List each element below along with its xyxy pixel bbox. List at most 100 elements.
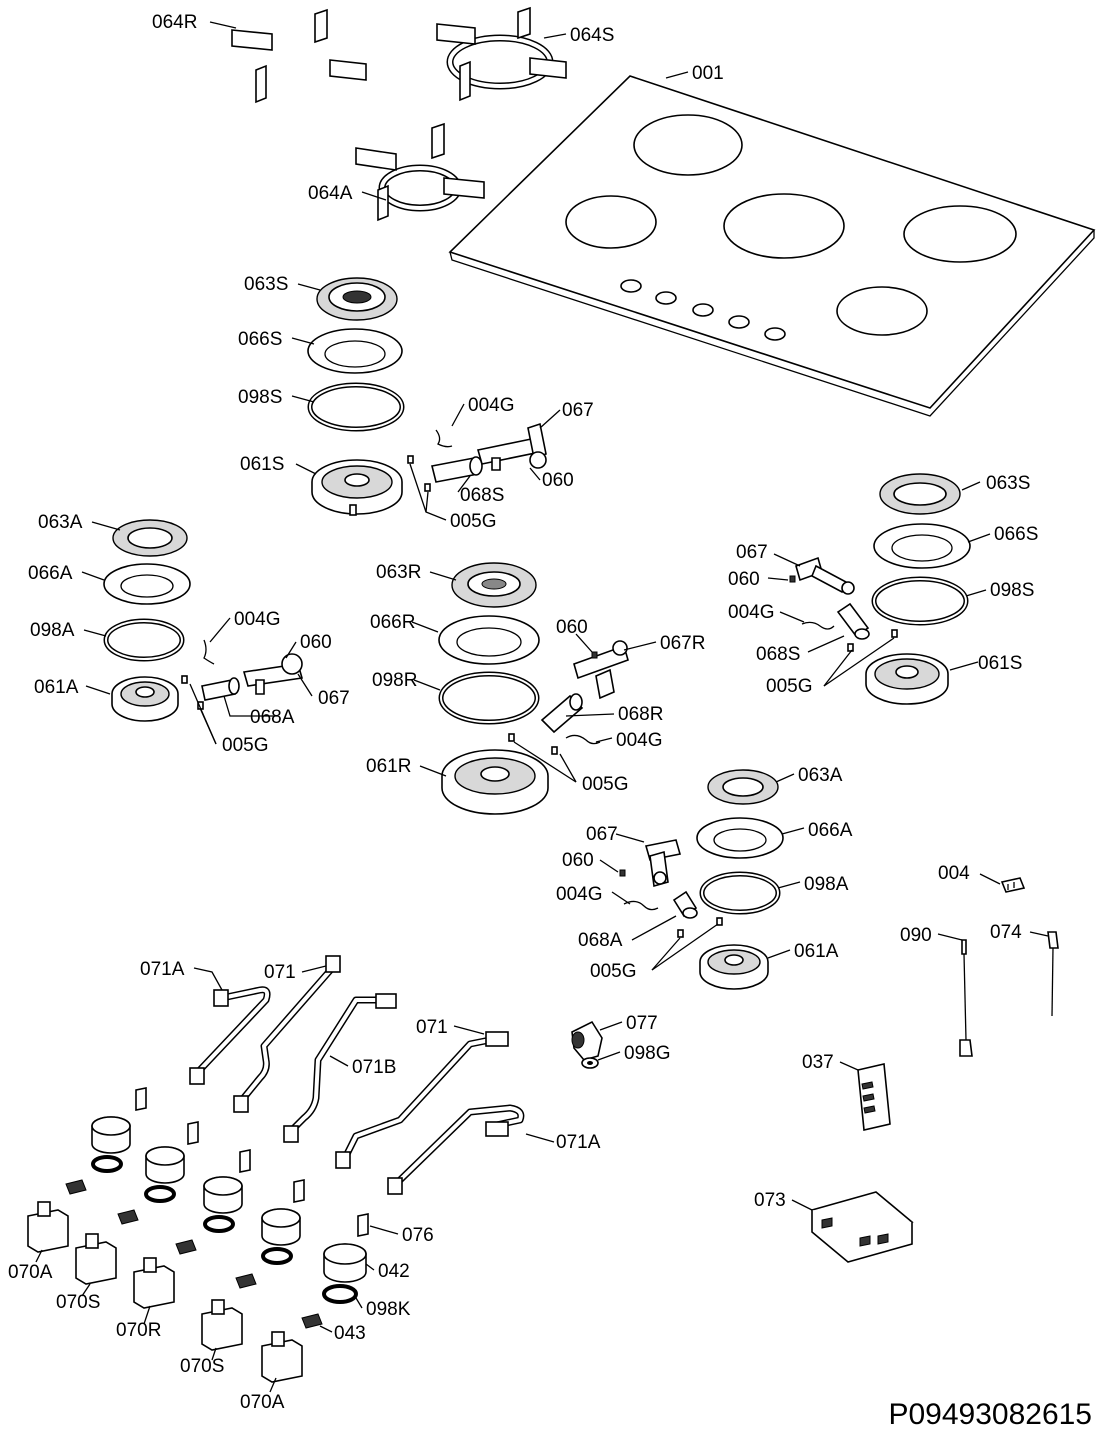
label-066A-b: 066A (808, 820, 853, 841)
label-071B: 071B (352, 1057, 396, 1078)
pan-support-064A (355, 122, 485, 222)
flame-spreader-066S-1 (307, 328, 403, 374)
label-004G-c: 004G (616, 730, 662, 751)
burner-base-061R (441, 749, 549, 815)
label-004G-d: 004G (728, 602, 774, 623)
label-070S-b: 070S (180, 1356, 224, 1377)
spring-clip-004G-1 (435, 429, 453, 448)
seals-098K (91, 1155, 358, 1304)
label-070S-a: 070S (56, 1292, 100, 1313)
ignition-electrode-074 (1047, 931, 1059, 1017)
label-071-a: 071 (264, 962, 296, 983)
valve-bracket-067R (573, 640, 629, 700)
label-070R: 070R (116, 1320, 161, 1341)
label-077: 077 (626, 1013, 658, 1034)
burner-cap-063S-2 (879, 473, 961, 515)
hob-top-plate (448, 75, 1096, 417)
label-098S-b: 098S (990, 580, 1034, 601)
label-098R: 098R (372, 670, 417, 691)
pan-support-064R (227, 8, 367, 104)
gas-pipe-071-1 (233, 955, 341, 1113)
label-001: 001 (692, 63, 724, 84)
label-037: 037 (802, 1052, 834, 1073)
label-068A-b: 068A (578, 930, 623, 951)
label-060-c: 060 (556, 617, 588, 638)
screw-060-d (789, 575, 796, 583)
screws-005G-5 (677, 917, 723, 938)
gas-pipe-071A-2 (387, 1104, 525, 1195)
label-063A-a: 063A (38, 512, 83, 533)
label-063S-a: 063S (244, 274, 288, 295)
microswitches-043 (65, 1179, 323, 1329)
seal-ring-098A-1 (103, 618, 185, 662)
label-068A-a: 068A (250, 707, 295, 728)
part-labels: 064R 064S 001 064A 063S 066S 098S 004G 0… (8, 12, 1038, 1413)
flame-spreader-066S-2 (873, 523, 971, 569)
thermocouple-090 (959, 939, 973, 1057)
spring-clip-004G-5 (623, 900, 659, 911)
label-060-a: 060 (542, 470, 574, 491)
label-060-d: 060 (728, 569, 760, 590)
clip-004 (1000, 877, 1026, 893)
label-070A-a: 070A (8, 1262, 53, 1283)
label-064S: 064S (570, 25, 614, 46)
label-068R: 068R (618, 704, 663, 725)
screws-005G-2 (181, 675, 204, 710)
label-042: 042 (378, 1261, 410, 1282)
seal-ring-098S-1 (307, 382, 405, 432)
valve-bracket-067-1 (476, 422, 547, 471)
label-004G-a: 004G (468, 395, 514, 416)
knobs-042 (91, 1116, 367, 1283)
label-067R: 067R (660, 633, 705, 654)
burner-base-061S-1 (311, 459, 403, 516)
burner-base-061A-1 (111, 676, 179, 722)
label-071-b: 071 (416, 1017, 448, 1038)
label-098A-a: 098A (30, 620, 75, 641)
leader-lines (35, 21, 1049, 1393)
spring-clip-004G-3 (565, 734, 601, 745)
elbow-077 (571, 1020, 603, 1061)
burner-cap-063A-2 (707, 769, 779, 805)
drawing-number: P09493082615 (888, 1398, 1092, 1431)
label-005G-e: 005G (590, 961, 636, 982)
injector-068S-2 (836, 602, 870, 640)
spring-clip-004G-4 (801, 621, 835, 630)
label-070A-b: 070A (240, 1392, 285, 1413)
clips-076 (135, 1087, 369, 1237)
label-071A-a: 071A (140, 959, 185, 980)
label-098A-b: 098A (804, 874, 849, 895)
label-064A: 064A (308, 183, 353, 204)
screw-060-e (619, 869, 626, 877)
label-098G: 098G (624, 1043, 670, 1064)
flame-spreader-066R (438, 615, 540, 665)
screw-060-c (591, 651, 598, 659)
label-071A-b: 071A (556, 1132, 601, 1153)
gas-pipe-071A-1 (189, 986, 271, 1085)
injector-068A-1 (201, 677, 240, 701)
label-063S-b: 063S (986, 473, 1030, 494)
spring-clip-004G-2 (203, 639, 215, 665)
terminal-block-037 (857, 1063, 891, 1131)
label-004G-b: 004G (234, 609, 280, 630)
label-067-d: 067 (586, 824, 618, 845)
seal-ring-098S-2 (871, 576, 969, 626)
label-098K: 098K (366, 1299, 411, 1320)
gas-pipe-071B (283, 993, 397, 1143)
label-068S-a: 068S (460, 485, 504, 506)
label-063R: 063R (376, 562, 421, 583)
flame-spreader-066A-2 (696, 817, 784, 859)
label-098S-a: 098S (238, 387, 282, 408)
burner-cap-063R (451, 562, 537, 608)
label-090: 090 (900, 925, 932, 946)
label-005G-c: 005G (582, 774, 628, 795)
label-066S-b: 066S (994, 524, 1038, 545)
burner-base-061S-2 (865, 653, 949, 705)
label-073: 073 (754, 1190, 786, 1211)
gas-pipe-071-2 (335, 1031, 509, 1169)
label-061A-b: 061A (794, 941, 839, 962)
pan-support-064S (436, 6, 567, 102)
valve-bracket-067-4 (644, 839, 682, 888)
spark-generator-073 (810, 1191, 914, 1263)
label-005G-b: 005G (222, 735, 268, 756)
